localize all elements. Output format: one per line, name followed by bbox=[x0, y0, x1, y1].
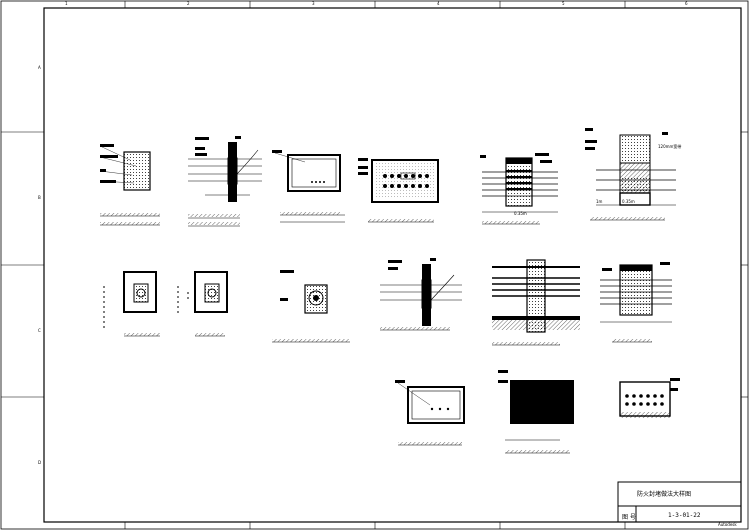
scale-text-c: 120mm宽带 bbox=[658, 143, 681, 149]
detail-2 bbox=[188, 136, 262, 227]
col-label-2: 2 bbox=[187, 1, 190, 6]
corner-mark: Autodesk bbox=[718, 522, 737, 527]
scale-text-b: 0.35m bbox=[622, 199, 635, 204]
label-a: 1m bbox=[596, 199, 603, 204]
row-label-d: D bbox=[38, 460, 42, 465]
row-label-b: B bbox=[38, 195, 41, 200]
detail-15 bbox=[619, 378, 680, 418]
detail-10 bbox=[380, 258, 462, 331]
detail-11 bbox=[492, 259, 580, 346]
detail-9 bbox=[272, 270, 350, 343]
row-label-c: C bbox=[38, 328, 41, 333]
detail-14 bbox=[498, 370, 574, 454]
title-block-sheet-number: 1-3-01-22 bbox=[668, 512, 701, 519]
detail-12 bbox=[600, 262, 672, 343]
row-label-a: A bbox=[38, 65, 41, 70]
col-label-4: 4 bbox=[437, 1, 440, 6]
col-label-6: 6 bbox=[685, 1, 688, 6]
detail-6 bbox=[585, 128, 676, 221]
col-label-5: 5 bbox=[562, 1, 565, 6]
detail-7 bbox=[103, 271, 160, 337]
detail-5 bbox=[480, 153, 558, 225]
title-block-title: 防火封堵做法大样图 bbox=[637, 491, 692, 498]
detail-4 bbox=[358, 158, 439, 223]
col-label-1: 1 bbox=[65, 1, 68, 6]
title-block bbox=[617, 481, 742, 523]
col-label-3: 3 bbox=[312, 1, 315, 6]
scale-text-a: 0.35m bbox=[514, 211, 527, 216]
title-block-sheet-label: 图 号 bbox=[622, 514, 636, 521]
detail-13 bbox=[395, 380, 465, 446]
detail-8 bbox=[177, 271, 228, 337]
detail-1 bbox=[99, 144, 160, 226]
detail-3 bbox=[272, 150, 345, 223]
